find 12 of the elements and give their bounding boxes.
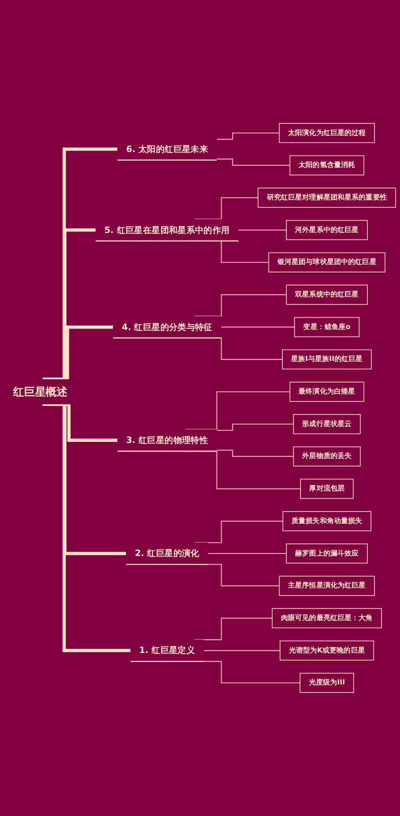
connector <box>42 402 130 652</box>
connector <box>49 326 114 381</box>
connector <box>216 158 290 166</box>
connector <box>44 228 96 381</box>
connector <box>208 553 286 554</box>
connector <box>216 132 280 140</box>
connector <box>216 424 294 431</box>
connector <box>42 148 118 381</box>
connector <box>238 230 286 231</box>
connector <box>221 326 295 328</box>
connector <box>216 450 294 458</box>
connector <box>204 650 280 652</box>
